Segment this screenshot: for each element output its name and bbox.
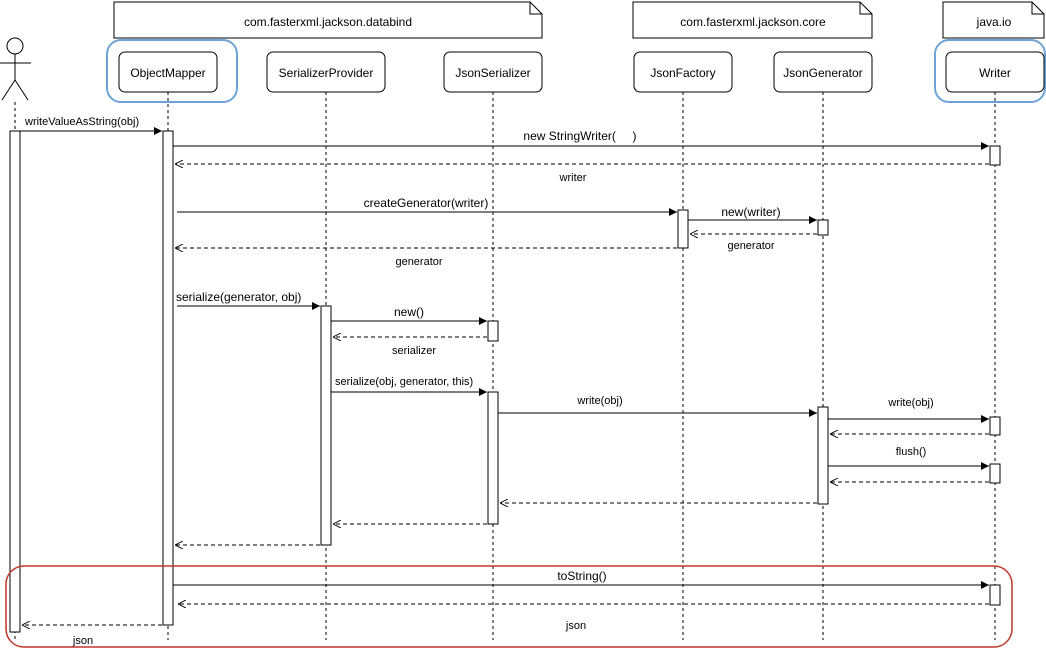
msg-label-new-writer: new(writer)	[721, 205, 780, 219]
package-label-core: com.fasterxml.jackson.core	[680, 15, 826, 29]
participant-serializerprovider: SerializerProvider	[266, 51, 386, 93]
msg-label-json-2: json	[72, 635, 93, 647]
msg-label-flush: flush()	[896, 446, 927, 458]
package-note-core: com.fasterxml.jackson.core	[632, 1, 873, 39]
activation-jsongenerator-2	[817, 406, 829, 505]
message-arrows	[20, 127, 989, 625]
msg-label-generator-1: generator	[727, 240, 774, 252]
activation-jsonserializer-2	[487, 391, 499, 525]
participant-jsonserializer: JsonSerializer	[443, 51, 543, 93]
actor-stick-figure-icon	[0, 37, 31, 101]
activation-writer-2	[989, 416, 1001, 436]
lifelines	[14, 92, 996, 640]
msg-label-json-1: json	[565, 620, 586, 632]
msg-label-writevalueasstring: writeValueAsString(obj)	[24, 116, 139, 128]
msg-label-new-stringwriter: new StringWriter( )	[523, 129, 636, 143]
msg-label-writer: writer	[559, 172, 587, 184]
objectmapper-highlight	[106, 39, 238, 103]
package-note-java-io: java.io	[942, 1, 1045, 39]
activation-objectmapper	[162, 130, 174, 626]
msg-label-creategenerator: createGenerator(writer)	[364, 196, 489, 210]
msg-label-new: new()	[394, 305, 424, 319]
participant-jsongenerator: JsonGenerator	[773, 51, 873, 93]
svg-text:Writer: Writer	[979, 66, 1011, 80]
svg-text:ObjectMapper: ObjectMapper	[130, 66, 205, 80]
participant-objectmapper: ObjectMapper	[118, 51, 218, 93]
activation-jsonfactory	[677, 209, 689, 249]
package-label-java-io: java.io	[976, 15, 1012, 29]
activation-writer-3	[989, 463, 1001, 484]
msg-label-generator-2: generator	[395, 256, 442, 268]
writer-highlight	[934, 39, 1046, 103]
activation-bars	[9, 130, 1001, 633]
participant-jsonfactory: JsonFactory	[633, 51, 733, 93]
msg-label-write-obj-2: write(obj)	[887, 397, 933, 409]
msg-label-serialize-obj: serialize(obj, generator, this)	[335, 376, 473, 388]
msg-label-serialize: serialize(generator, obj)	[176, 290, 301, 304]
msg-label-tostring: toString()	[557, 569, 606, 583]
activation-writer-4	[989, 584, 1001, 606]
activation-jsongenerator-1	[817, 219, 829, 236]
svg-text:JsonGenerator: JsonGenerator	[783, 66, 862, 80]
focus-region-outline	[5, 565, 1013, 648]
msg-label-serializer: serializer	[392, 345, 436, 357]
activation-serializerprovider	[320, 305, 332, 546]
activation-writer-1	[989, 145, 1001, 166]
participant-writer: Writer	[945, 51, 1045, 93]
activation-jsonserializer-1	[487, 320, 499, 342]
svg-text:JsonSerializer: JsonSerializer	[455, 66, 530, 80]
activation-actor	[9, 130, 21, 633]
msg-label-write-obj-1: write(obj)	[576, 395, 622, 407]
message-labels: writeValueAsString(obj) new StringWriter…	[24, 116, 934, 647]
svg-text:SerializerProvider: SerializerProvider	[279, 66, 374, 80]
package-label-databind: com.fasterxml.jackson.databind	[244, 15, 412, 29]
package-note-databind: com.fasterxml.jackson.databind	[113, 1, 543, 39]
svg-text:JsonFactory: JsonFactory	[650, 66, 715, 80]
